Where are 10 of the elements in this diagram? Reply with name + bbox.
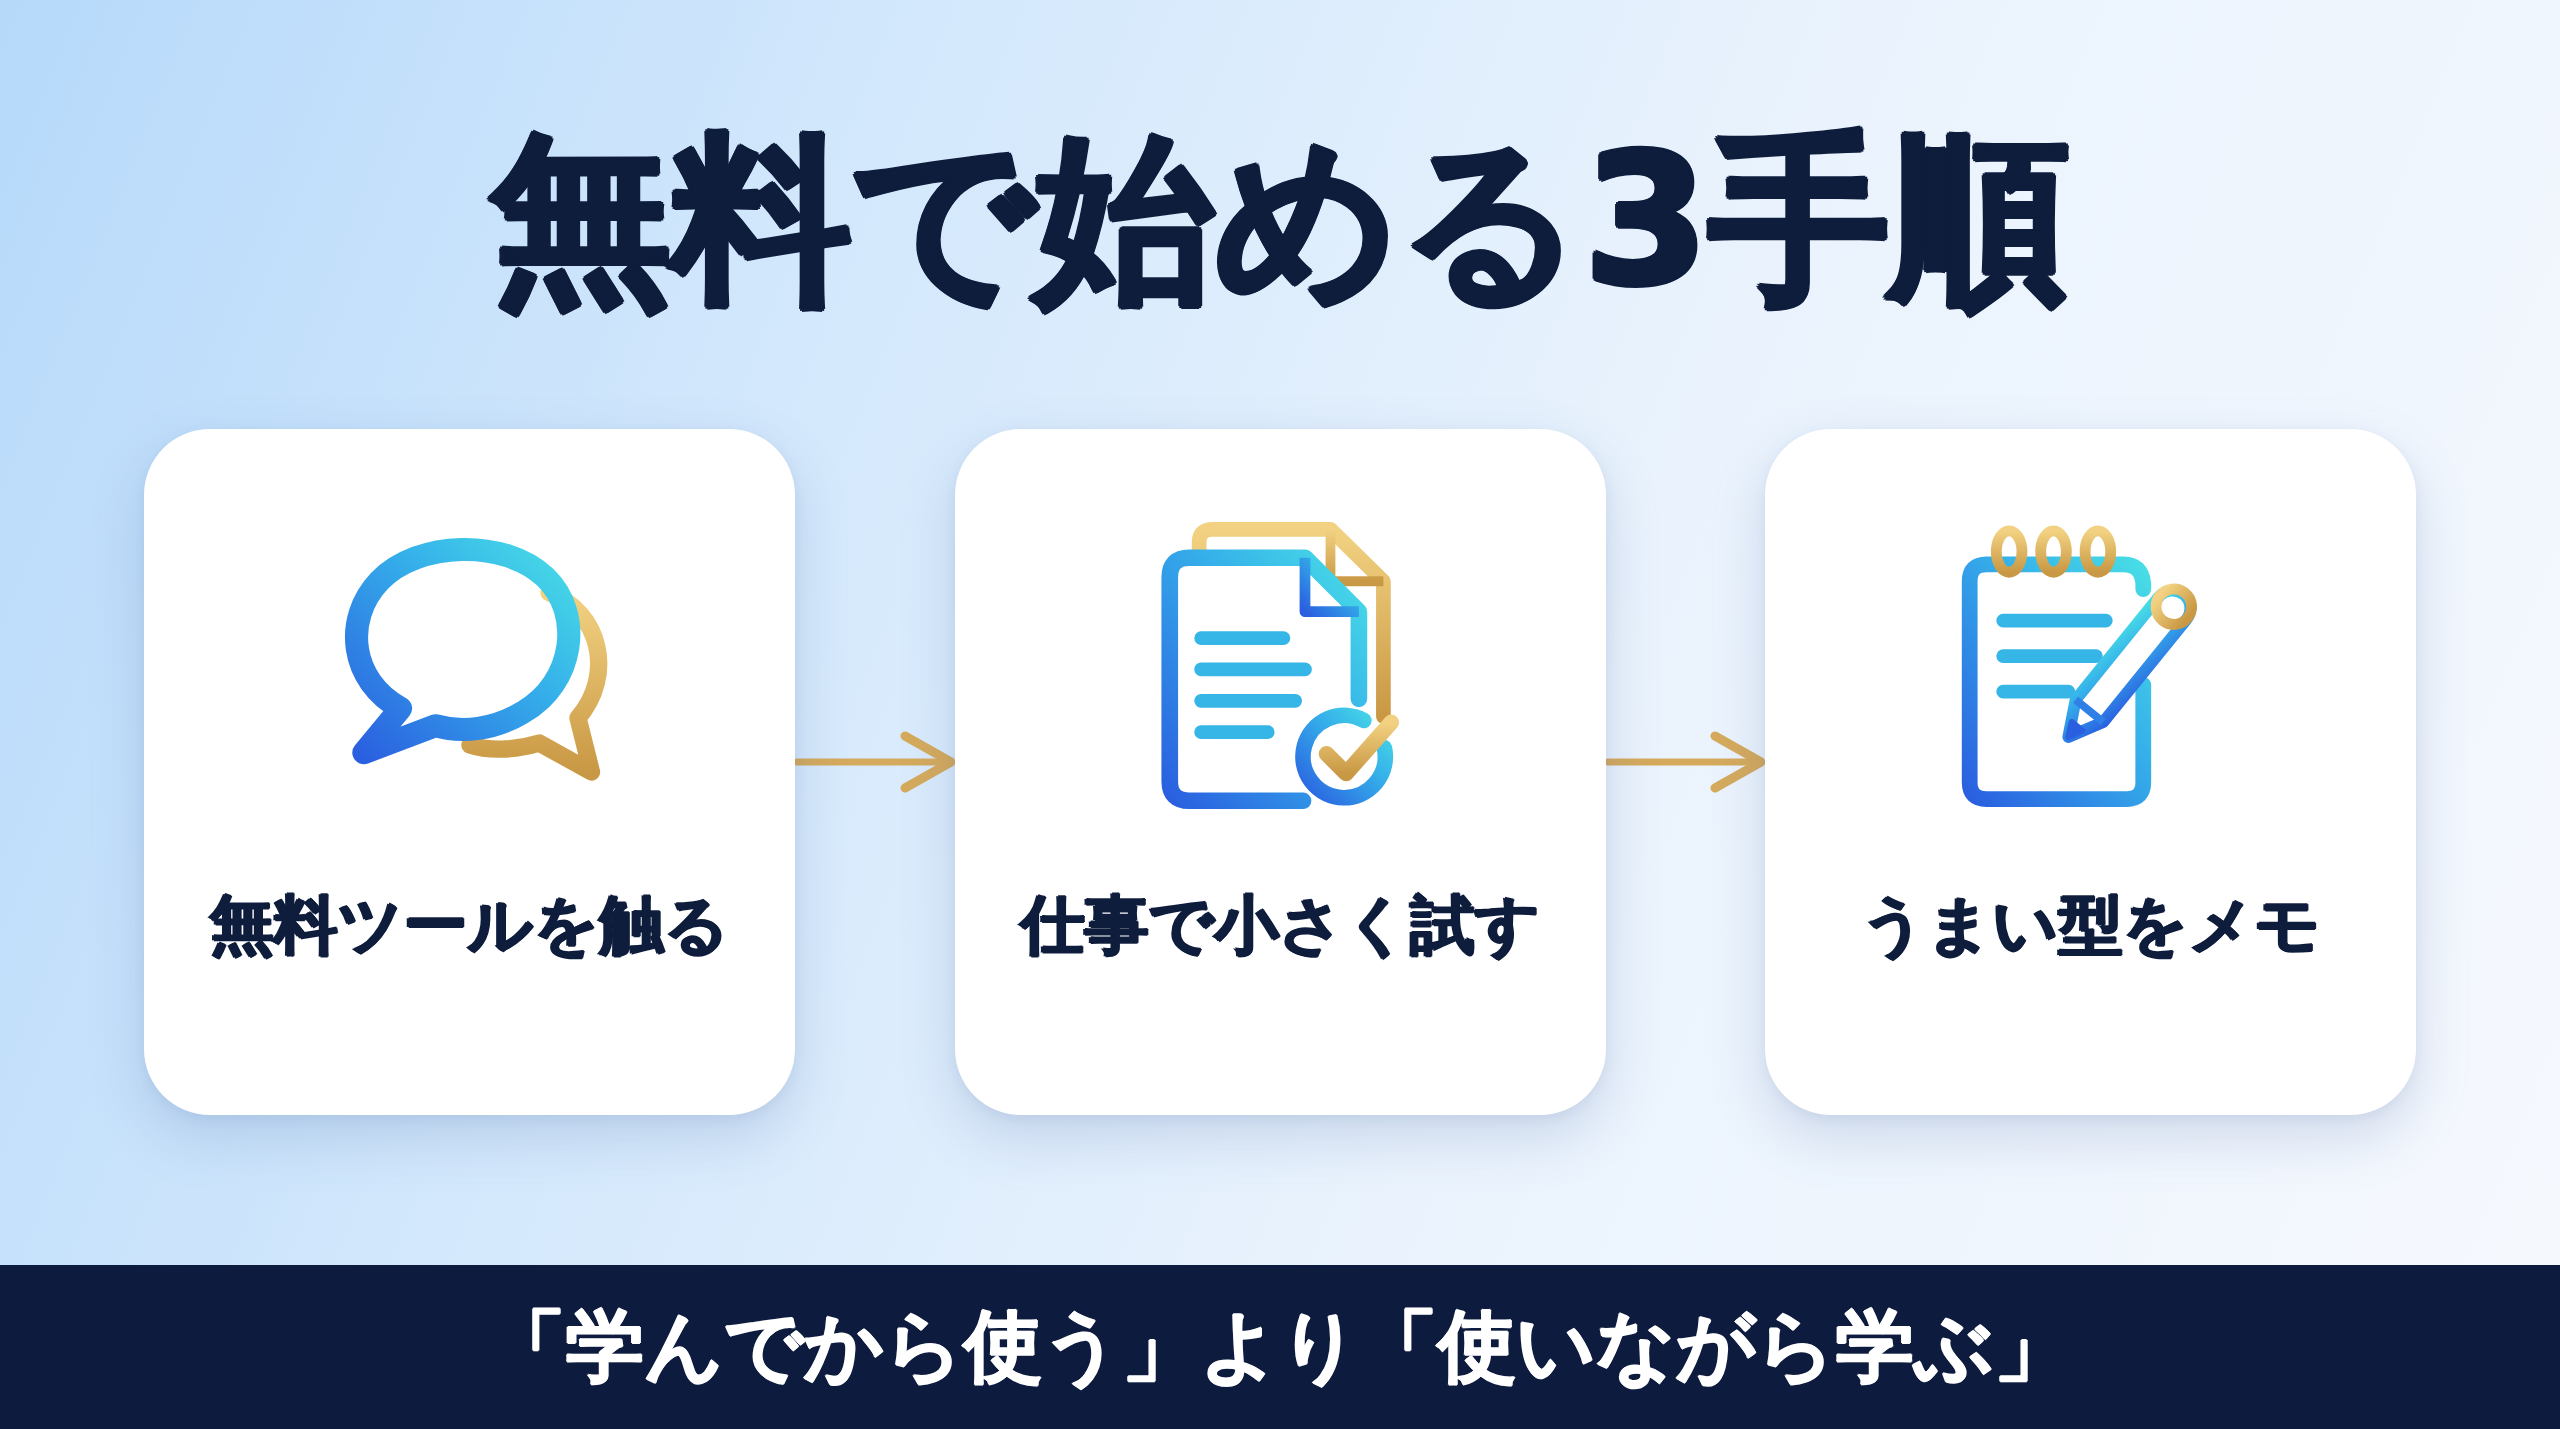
step-card: [955, 429, 1606, 1115]
title: 無料で始める3手順: [491, 114, 2069, 326]
step-card: [1765, 429, 2416, 1115]
step-label: うまい型をメモ: [1860, 887, 2321, 964]
arrow: [1604, 731, 1766, 793]
step-label: 仕事で小さく試す: [1020, 887, 1541, 964]
step-card: [144, 429, 795, 1115]
caption: 「学んでから使う」より「使いながら学ぶ」: [488, 1300, 2072, 1394]
step-label: 無料ツールを触る: [209, 887, 730, 964]
arrow: [793, 731, 956, 793]
